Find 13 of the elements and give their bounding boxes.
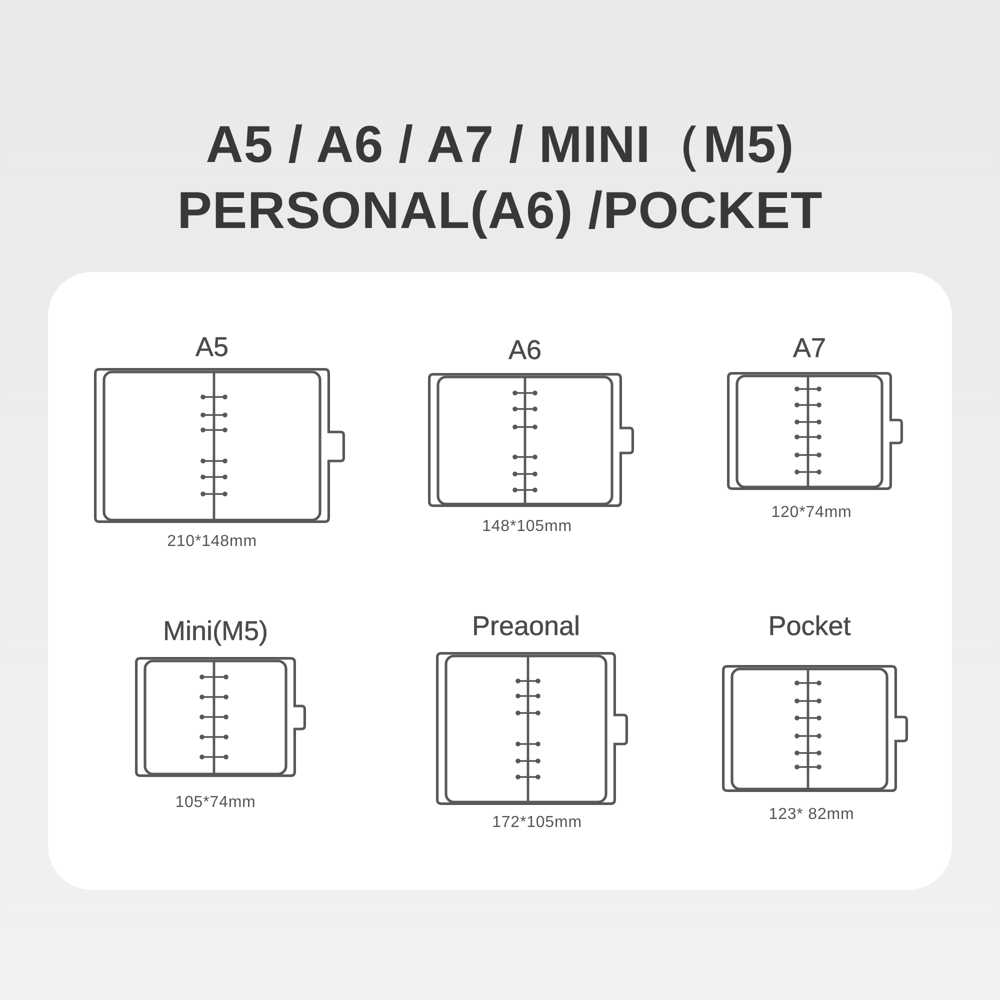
size-heading: Mini(M5) (163, 615, 268, 647)
title-heading: A5 / A6 / A7 / MINI（M5) PERSONAL(A6) /POCKET (176, 115, 824, 242)
size-heading: Pocket (768, 610, 851, 642)
size-heading: A7 (792, 332, 826, 364)
dimension-text: 105*74mm (175, 793, 256, 813)
size-heading: A5 (195, 331, 229, 363)
dimension-text: 148*105mm (482, 517, 572, 537)
dimension-text: 120*74mm (771, 503, 852, 523)
dimension-text: 210*148mm (167, 532, 257, 552)
size-heading: Preaonal (472, 610, 580, 642)
dimension-text: 123* 82mm (768, 805, 854, 825)
size-heading: A6 (508, 334, 542, 366)
dimension-text: 172*105mm (492, 813, 582, 833)
